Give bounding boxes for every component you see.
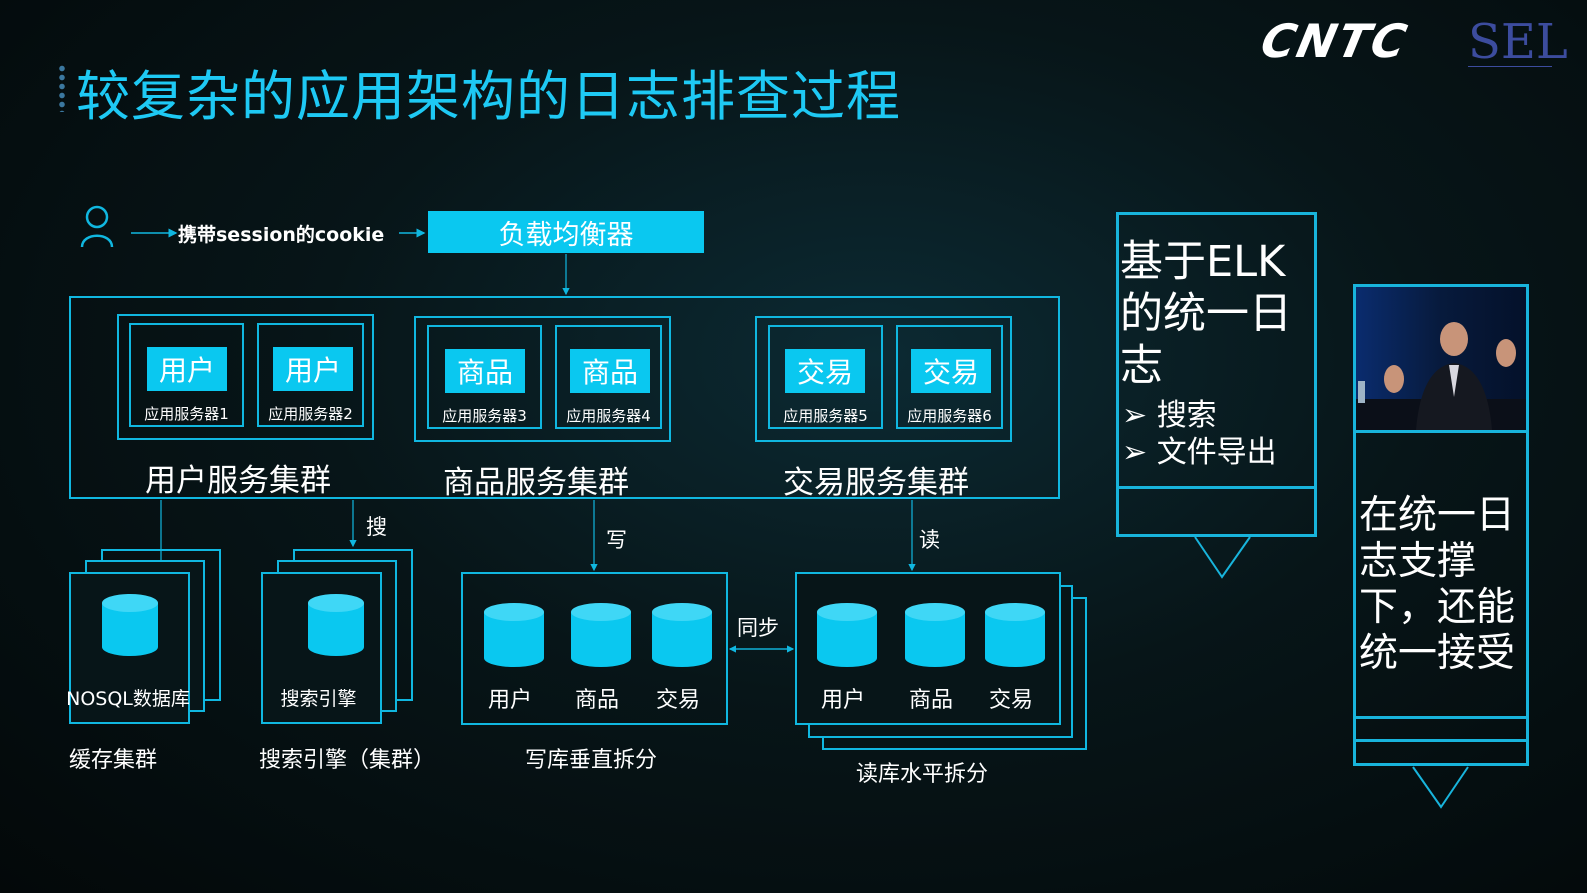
server-label: 应用服务器2 [268,405,353,423]
title-decoration [58,64,66,112]
speaker-video [1356,287,1526,430]
search-caption: 搜索引擎（集群） [259,748,436,773]
quote-divider [1353,430,1529,433]
cluster-label: 商品服务集群 [443,465,629,501]
app-server-2 [257,323,364,427]
write-arrow-label: 写 [606,528,627,552]
read-arrow-label: 读 [919,528,940,552]
elk-item: ➢ 文件导出 [1122,435,1277,470]
database-icon [905,603,965,667]
app-server-1 [129,323,244,427]
server-label: 应用服务器6 [907,407,992,425]
write-db-box [461,572,728,725]
database-icon [571,603,631,667]
sync-label: 同步 [737,616,779,640]
server-tag: 用户 [273,347,353,391]
user-cluster-box [117,314,374,440]
server-label: 应用服务器4 [566,407,651,425]
logo-divider [1468,66,1552,67]
server-label: 应用服务器1 [144,405,229,423]
write-db-user-label: 用户 [487,688,532,713]
server-label: 应用服务器3 [442,407,527,425]
quote-line-1 [1353,716,1529,719]
page-title: 较复杂的应用架构的日志排查过程 [76,65,901,128]
service-cluster-container [69,296,1060,499]
cache-db-label: NOSQL数据库 [66,688,190,710]
read-db-user-label: 用户 [820,688,865,713]
elk-panel-title: 基于ELK的统一日志 [1120,237,1292,391]
elk-panel-footer [1116,489,1317,537]
server-tag: 交易 [911,349,991,393]
read-db-product-label: 商品 [908,688,953,713]
server-tag: 商品 [570,349,650,393]
sel-logo: SEL [1468,14,1568,70]
product-cluster-box [414,316,671,442]
quote-panel [1353,284,1529,766]
cluster-label: 交易服务集群 [783,465,969,501]
trade-cluster-box [755,316,1012,442]
app-server-3 [427,325,542,429]
elk-item-label: 文件导出 [1156,435,1277,470]
read-db-trade-label: 交易 [988,688,1033,713]
write-db-caption: 写库垂直拆分 [525,748,658,773]
database-icon [652,603,712,667]
database-icon [817,603,877,667]
load-balancer: 负载均衡器 [428,211,704,253]
app-server-5 [768,325,883,429]
user-icon [80,205,114,248]
cache-caption: 缓存集群 [69,748,158,773]
elk-item-label: 搜索 [1156,398,1217,433]
write-db-product-label: 商品 [574,688,619,713]
database-icon [308,594,364,656]
server-tag: 交易 [785,349,865,393]
quote-line-2 [1353,739,1529,742]
search-db-label: 搜索引擎 [280,688,357,710]
elk-panel [1116,212,1317,489]
database-icon [985,603,1045,667]
database-icon [484,603,544,667]
database-icon [102,594,158,656]
cookie-label: 携带session的cookie [178,224,385,246]
server-label: 应用服务器5 [783,407,868,425]
read-db-caption: 读库水平拆分 [856,762,989,787]
elk-item: ➢ 搜索 [1122,398,1217,433]
app-server-6 [896,325,1003,429]
search-arrow-label: 搜 [366,515,387,539]
server-tag: 商品 [445,349,525,393]
app-server-4 [555,325,662,429]
cluster-label: 用户服务集群 [145,463,331,499]
write-db-trade-label: 交易 [655,688,700,713]
server-tag: 用户 [147,347,227,391]
quote-text: 在统一日志支撑下，还能统一接受 [1359,493,1516,676]
